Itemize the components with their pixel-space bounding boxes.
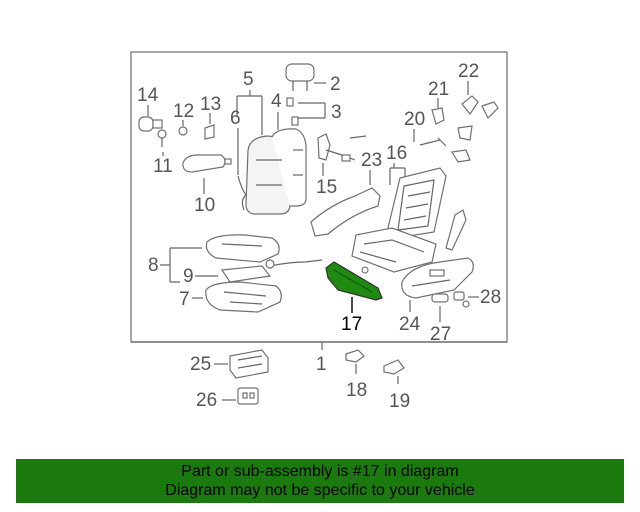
part-hook bbox=[457, 125, 473, 141]
callout-21: 21 bbox=[428, 79, 449, 100]
callout-6: 6 bbox=[230, 108, 241, 129]
callout-20: 20 bbox=[404, 109, 425, 130]
part-side-trim bbox=[401, 257, 474, 299]
part-connector bbox=[237, 387, 259, 405]
part-seatback bbox=[245, 128, 307, 215]
callout-19: 19 bbox=[389, 391, 410, 412]
callout-27: 27 bbox=[430, 324, 451, 345]
callout-4: 4 bbox=[271, 91, 282, 112]
part-bolt bbox=[157, 129, 167, 147]
banner-line-2: Diagram may not be specific to your vehi… bbox=[165, 482, 475, 499]
part-cushion-pad bbox=[205, 281, 282, 313]
callout-3: 3 bbox=[331, 102, 342, 123]
callout-12: 12 bbox=[173, 101, 194, 122]
parts-diagram: 2 3 5 4 6 14 12 13 11 bbox=[130, 51, 508, 412]
part-seat-switch bbox=[229, 349, 269, 379]
callout-25: 25 bbox=[190, 354, 211, 375]
callout-17: 17 bbox=[341, 314, 362, 335]
part-headrest bbox=[285, 63, 326, 91]
part-17-highlighted bbox=[325, 261, 383, 301]
part-side-cover bbox=[310, 187, 381, 237]
info-banner: Part or sub-assembly is #17 in diagram D… bbox=[16, 459, 624, 503]
banner-line-1: Part or sub-assembly is #17 in diagram bbox=[181, 463, 459, 480]
part-bracket-22b bbox=[481, 101, 499, 120]
part-bracket-22 bbox=[461, 95, 479, 116]
callout-9: 9 bbox=[183, 266, 194, 287]
callout-13: 13 bbox=[200, 94, 221, 115]
part-cap bbox=[178, 126, 188, 136]
callout-22: 22 bbox=[458, 61, 479, 82]
callout-14: 14 bbox=[137, 85, 159, 106]
part-headrest-guides bbox=[286, 97, 326, 126]
part-seat-frame bbox=[351, 167, 447, 273]
part-clip bbox=[204, 124, 215, 140]
part-heater-pad bbox=[220, 259, 323, 283]
part-armrest bbox=[182, 154, 232, 173]
part-clip-19 bbox=[383, 359, 405, 375]
callout-28: 28 bbox=[480, 287, 501, 308]
callout-23: 23 bbox=[361, 150, 382, 171]
callout-7: 7 bbox=[179, 289, 190, 310]
callout-24: 24 bbox=[399, 314, 421, 335]
part-knob bbox=[138, 116, 163, 132]
callout-2: 2 bbox=[330, 74, 341, 95]
callout-18: 18 bbox=[346, 380, 367, 401]
part-bracket-21 bbox=[431, 107, 445, 125]
part-clip-2 bbox=[451, 149, 471, 163]
part-switch-knob bbox=[431, 293, 449, 303]
part-rail bbox=[445, 209, 467, 251]
callout-15: 15 bbox=[316, 177, 337, 198]
callout-16: 16 bbox=[386, 143, 407, 164]
callout-10: 10 bbox=[194, 195, 215, 216]
part-recliner bbox=[317, 133, 367, 162]
callout-1: 1 bbox=[316, 354, 327, 375]
callout-8: 8 bbox=[148, 255, 159, 276]
part-switch bbox=[453, 291, 470, 308]
callout-5: 5 bbox=[243, 69, 254, 90]
part-seat-cushion bbox=[205, 234, 280, 263]
part-clip-18 bbox=[345, 349, 365, 363]
callout-11: 11 bbox=[153, 156, 173, 177]
callout-26: 26 bbox=[196, 390, 217, 411]
